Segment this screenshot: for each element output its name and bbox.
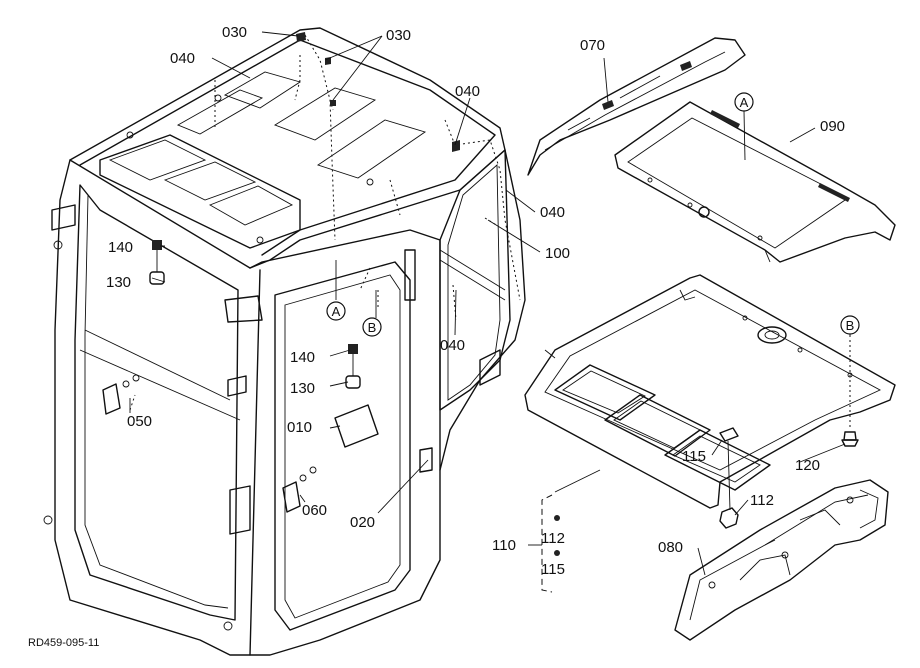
callout-140: 140 — [290, 349, 315, 366]
callout-112: 112 — [541, 530, 565, 547]
callout-040: 040 — [440, 337, 465, 354]
callout-030: 030 — [386, 27, 411, 44]
callout-020: 020 — [350, 514, 375, 531]
kit-110-bracket — [541, 494, 560, 593]
callout-090: 090 — [820, 118, 845, 135]
callout-120: 120 — [795, 457, 820, 474]
callout-070: 070 — [580, 37, 605, 54]
callout-030: 030 — [222, 24, 247, 41]
callout-115: 115 — [682, 448, 706, 465]
callout-080: 080 — [658, 539, 683, 556]
callout-060: 060 — [302, 502, 327, 519]
ref-mark-b: B — [368, 320, 377, 335]
callout-115: 115 — [541, 561, 565, 578]
callout-040: 040 — [540, 204, 565, 221]
callout-100: 100 — [545, 245, 570, 262]
reference-marks: A B A B — [326, 92, 860, 337]
callout-130: 130 — [290, 380, 315, 397]
drawing-code: RD459-095-11 — [28, 637, 99, 649]
leader-lines — [129, 31, 851, 576]
callout-130: 130 — [106, 274, 131, 291]
ref-mark-b: B — [846, 318, 855, 333]
callout-040: 040 — [170, 50, 195, 67]
callout-050: 050 — [127, 413, 152, 430]
part-080-trim — [674, 479, 889, 641]
callout-112: 112 — [750, 492, 774, 509]
callout-010: 010 — [287, 419, 312, 436]
part-070-trim — [527, 37, 746, 176]
ref-mark-a: A — [740, 95, 749, 110]
cab-assembly — [43, 27, 526, 656]
ref-mark-a: A — [332, 304, 341, 319]
callout-140: 140 — [108, 239, 133, 256]
callout-110: 110 — [492, 537, 516, 554]
callout-labels: 030 030 040 040 040 040 070 090 100 140 … — [106, 24, 845, 578]
callout-040: 040 — [455, 83, 480, 100]
part-090-liner — [614, 101, 896, 263]
part-110-tray — [524, 274, 896, 529]
